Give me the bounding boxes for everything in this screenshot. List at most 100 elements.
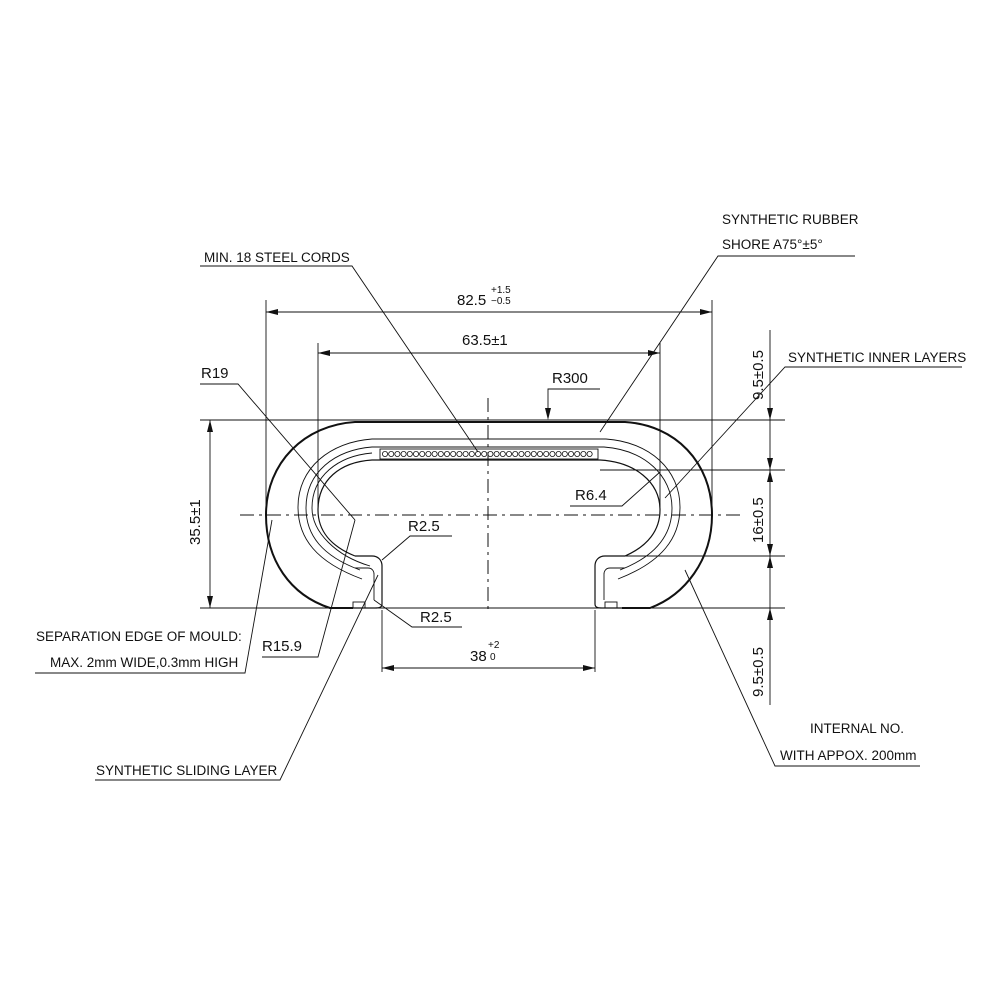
right-lip [594,555,625,609]
dim-radius-top: R300 [552,370,588,387]
dim-middle-height: 16±0.5 [750,497,767,543]
steel-cord [487,450,494,457]
steel-cord [499,450,506,457]
steel-cord [512,450,519,457]
arrow [767,470,773,482]
label-separation-edge-2: MAX. 2mm WIDE,0.3mm HIGH [50,655,238,670]
steel-cord [481,450,488,457]
steel-cords [381,450,593,457]
outer-contour [264,421,714,609]
steel-cord [425,450,432,457]
inner-layer-1 [305,446,673,571]
dim-radius-lip-1: R2.5 [408,518,440,535]
label-inner-layers: SYNTHETIC INNER LAYERS [788,350,966,365]
label-separation-edge-1: SEPARATION EDGE OF MOULD: [36,629,242,644]
arrow [767,458,773,470]
label-synthetic-rubber-2: SHORE A75°±5° [722,237,823,252]
steel-cord [381,450,388,457]
leader-inner-layers [664,366,962,499]
steel-cord [505,450,512,457]
steel-cord [406,450,413,457]
inner-layer-2 [297,438,681,580]
center-lines [240,398,740,612]
label-internal-no-2: WITH APPOX. 200mm [780,748,917,763]
steel-cord [561,450,568,457]
dim-opening: 38 [470,648,487,665]
leader-r300 [547,388,600,415]
label-steel-cords: MIN. 18 STEEL CORDS [204,250,350,265]
inner-contour [317,459,661,557]
right-lip-slide [603,567,625,600]
leader-r6-4 [570,471,661,507]
dim-radius-outer: R19 [201,365,229,382]
arrow [583,665,595,671]
dim-overall-width-lower: −0.5 [491,296,511,307]
leader-r15-9 [262,519,356,658]
leader-internal-no [684,569,920,767]
label-sliding-layer: SYNTHETIC SLIDING LAYER [96,763,278,778]
arrow [545,408,551,420]
dim-height: 35.5±1 [187,499,204,545]
steel-cord [518,450,525,457]
arrow [382,665,394,671]
leader-r2-5-upper [381,535,452,561]
steel-cord [437,450,444,457]
leader-r19 [200,383,356,521]
steel-cord [530,450,537,457]
steel-cord [468,450,475,457]
leader-r2-5-lower [373,599,462,628]
steel-cord [543,450,550,457]
leader-steel-cords [200,265,479,453]
extension-lines [200,300,785,672]
arrow [207,420,213,432]
arrow [767,556,773,568]
left-lip [353,555,383,609]
arrow [318,350,330,356]
steel-cord [419,450,426,457]
dim-top-thickness: 9.5±0.5 [750,350,767,400]
callout-labels: SYNTHETIC RUBBER SHORE A75°±5° MIN. 18 S… [36,212,966,778]
steel-cord [456,450,463,457]
arrow [648,350,660,356]
left-lip-slide [355,567,375,600]
label-internal-no-1: INTERNAL NO. [810,721,904,736]
steel-cord [574,450,581,457]
steel-cord [580,450,587,457]
dim-overall-width-upper: +1.5 [491,285,511,296]
leader-separation-edge [35,519,273,674]
steel-cord [400,450,407,457]
steel-cord-band [379,448,599,460]
steel-cord [412,450,419,457]
steel-cord [443,450,450,457]
inner-layer-3 [311,452,373,567]
steel-cord [524,450,531,457]
dim-opening-upper: +2 [488,640,500,651]
steel-cord [537,450,544,457]
steel-cord [555,450,562,457]
dim-radius-lip-2: R2.5 [420,609,452,626]
arrow [767,408,773,420]
arrow [266,309,278,315]
steel-cord [474,450,481,457]
mould-mark-right [604,601,618,609]
steel-cord [493,450,500,457]
steel-cord [450,450,457,457]
leader-synthetic-rubber [599,255,855,433]
dim-opening-lower: 0 [490,652,496,663]
steel-cord [586,450,593,457]
arrow [207,596,213,608]
steel-cord [394,450,401,457]
leader-sliding-layer [95,574,379,781]
dim-radius-lip-outer: R15.9 [262,638,302,655]
dim-radius-inner: R6.4 [575,487,607,504]
dim-inner-width: 63.5±1 [462,332,508,349]
leader-lines [35,255,962,781]
dimension-labels: 82.5 +1.5 −0.5 63.5±1 38 +2 0 35.5±1 9.5… [187,285,767,697]
steel-cord [431,450,438,457]
arrow [767,608,773,620]
steel-cord [462,450,469,457]
steel-cord [388,450,395,457]
arrow [767,544,773,556]
